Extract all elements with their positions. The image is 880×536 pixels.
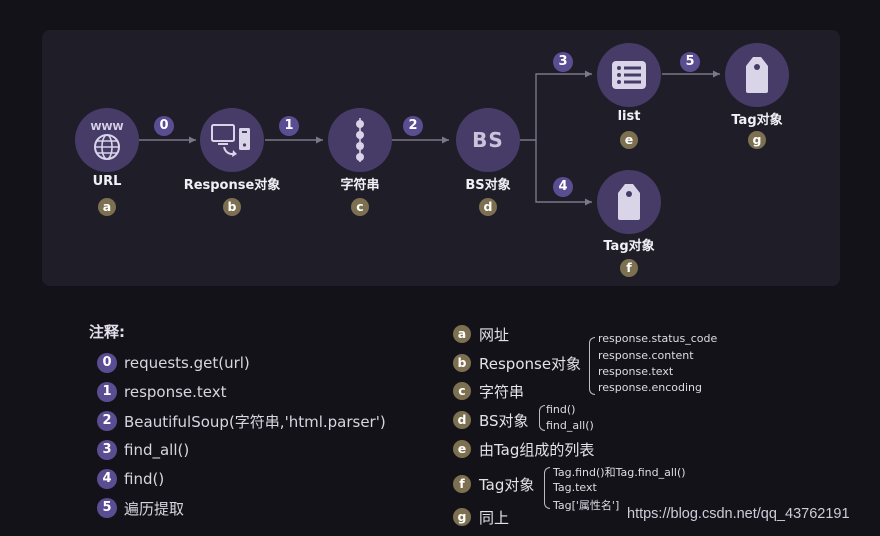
note-item: 1 response.text bbox=[97, 382, 227, 402]
edge-step-1: 1 bbox=[279, 116, 299, 136]
note-text: requests.get(url) bbox=[124, 354, 250, 372]
node-url: WWW bbox=[75, 108, 139, 172]
legend-item: b Response对象 bbox=[453, 353, 581, 373]
sub-tag-text: Tag.text bbox=[553, 481, 597, 494]
brace-tag bbox=[544, 467, 550, 509]
node-label-response: Response对象 bbox=[183, 178, 281, 193]
brace-response bbox=[589, 337, 595, 395]
svg-text:WWW: WWW bbox=[90, 122, 123, 133]
node-label-list: list bbox=[617, 109, 641, 124]
note-number: 5 bbox=[97, 498, 117, 518]
note-number: 3 bbox=[97, 440, 117, 460]
legend-letter: b bbox=[453, 354, 471, 372]
legend-item: f Tag对象 bbox=[453, 474, 534, 494]
node-label-tag-g: Tag对象 bbox=[731, 113, 783, 128]
legend-letter: f bbox=[453, 475, 471, 493]
flow-panel bbox=[42, 30, 840, 286]
node-label-string: 字符串 bbox=[340, 178, 380, 193]
sub-bs-find: find() bbox=[546, 403, 576, 416]
note-text: 遍历提取 bbox=[124, 499, 185, 518]
legend-text: BS对象 bbox=[479, 411, 529, 430]
legend-letter: d bbox=[453, 411, 471, 429]
sub-response-content: response.content bbox=[598, 349, 694, 362]
flow-arrows bbox=[139, 70, 720, 206]
edge-step-5: 5 bbox=[680, 52, 700, 72]
note-text: BeautifulSoup(字符串,'html.parser') bbox=[124, 412, 386, 431]
note-text: find() bbox=[124, 470, 165, 488]
legend-item: g 同上 bbox=[453, 507, 509, 527]
badge-letter-f: f bbox=[620, 259, 638, 277]
note-number: 0 bbox=[97, 353, 117, 373]
notes-title: 注释: bbox=[89, 323, 125, 341]
badge-letter-a: a bbox=[98, 198, 116, 216]
node-label-bs: BS对象 bbox=[465, 178, 511, 193]
edge-step-3: 3 bbox=[553, 52, 573, 72]
note-item: 0 requests.get(url) bbox=[97, 353, 250, 373]
sub-tag-attr: Tag['属性名'] bbox=[553, 499, 620, 512]
edge-step-2: 2 bbox=[403, 116, 423, 136]
legend-item: d BS对象 bbox=[453, 410, 529, 430]
note-item: 2 BeautifulSoup(字符串,'html.parser') bbox=[97, 411, 386, 431]
bs-icon-text: BS bbox=[472, 128, 504, 152]
brace-bs bbox=[539, 405, 545, 431]
string-beads-icon bbox=[356, 118, 364, 162]
edge-bs-to-list bbox=[520, 70, 592, 141]
note-text: response.text bbox=[124, 383, 227, 401]
legend-text: Tag对象 bbox=[479, 475, 535, 494]
sub-bs-find-all: find_all() bbox=[546, 419, 594, 432]
tag-icon bbox=[618, 184, 640, 220]
note-number: 1 bbox=[97, 382, 117, 402]
node-label-tag-f: Tag对象 bbox=[603, 239, 655, 254]
node-bs: BS bbox=[456, 108, 520, 172]
globe-icon: WWW bbox=[90, 122, 124, 160]
legend-text: 字符串 bbox=[479, 382, 525, 401]
legend-letter: e bbox=[453, 440, 471, 458]
legend-item: e 由Tag组成的列表 bbox=[453, 439, 594, 459]
note-number: 2 bbox=[97, 411, 117, 431]
node-string bbox=[328, 108, 392, 172]
legend-letter: a bbox=[453, 325, 471, 343]
sub-response-status-code: response.status_code bbox=[598, 332, 718, 345]
node-response bbox=[200, 108, 264, 172]
legend-letter: g bbox=[453, 508, 471, 526]
badge-letter-e: e bbox=[620, 131, 638, 149]
watermark: https://blog.csdn.net/qq_43762191 bbox=[627, 506, 850, 522]
badge-letter-b: b bbox=[223, 198, 241, 216]
note-item: 3 find_all() bbox=[97, 440, 189, 460]
legend-text: 网址 bbox=[479, 325, 510, 344]
legend-text: Response对象 bbox=[479, 354, 582, 373]
edge-step-4: 4 bbox=[553, 177, 573, 197]
sub-response-text: response.text bbox=[598, 365, 674, 378]
node-tag-g bbox=[725, 43, 789, 107]
edge-bs-to-tag bbox=[535, 140, 592, 206]
list-icon bbox=[612, 61, 646, 89]
node-tag-f bbox=[597, 170, 661, 234]
monitor-download-icon bbox=[211, 124, 250, 157]
badge-letter-d: d bbox=[479, 198, 497, 216]
note-item: 5 遍历提取 bbox=[97, 498, 184, 518]
note-item: 4 find() bbox=[97, 469, 164, 489]
badge-letter-g: g bbox=[748, 131, 766, 149]
node-list bbox=[597, 43, 661, 107]
sub-response-encoding: response.encoding bbox=[598, 381, 702, 394]
badge-letter-c: c bbox=[351, 198, 369, 216]
edge-step-0: 0 bbox=[154, 116, 174, 136]
note-number: 4 bbox=[97, 469, 117, 489]
sub-tag-find: Tag.find()和Tag.find_all() bbox=[553, 466, 686, 479]
note-text: find_all() bbox=[124, 441, 190, 459]
legend-item: a 网址 bbox=[453, 324, 509, 344]
tag-icon bbox=[746, 57, 768, 93]
legend-letter: c bbox=[453, 382, 471, 400]
legend-text: 由Tag组成的列表 bbox=[479, 440, 595, 459]
node-label-url: URL bbox=[92, 174, 122, 189]
legend-text: 同上 bbox=[479, 508, 510, 527]
legend-item: c 字符串 bbox=[453, 381, 524, 401]
